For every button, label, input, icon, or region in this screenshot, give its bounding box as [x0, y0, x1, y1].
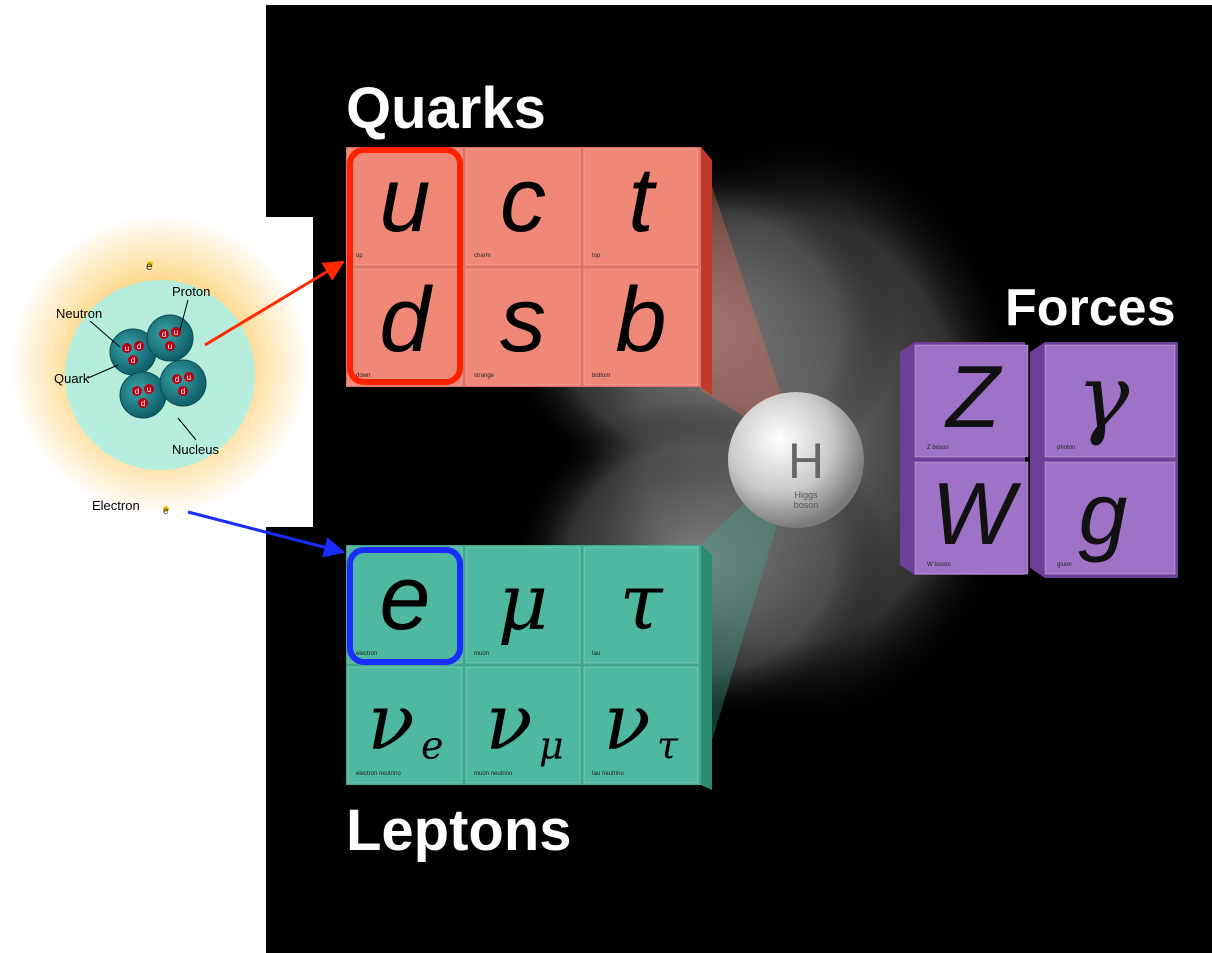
quark-symbol-5: b [615, 269, 666, 371]
lepton-cell-2: τ tau [583, 546, 699, 664]
force-symbol-0: Z [944, 347, 1003, 446]
electron-symbol-orbit: e [163, 506, 169, 517]
electron-dot-orbit [163, 506, 169, 512]
higgs-label-2: boson [794, 500, 819, 510]
quark-cell-3: d down [347, 268, 463, 386]
nucleon-quark-0-2: d [131, 356, 135, 365]
force-symbol-3: g [1079, 464, 1128, 563]
electron-arrow [187, 510, 346, 558]
quark-symbol-3: d [379, 269, 433, 371]
force-name-0: Z boson [927, 445, 949, 451]
quark-beam [700, 150, 800, 450]
proton-label: Proton [172, 284, 210, 299]
nucleon-quark-2-2: d [141, 399, 145, 408]
electron-label: Electron [92, 498, 140, 513]
force-cell-0: ZZ boson [914, 344, 1029, 458]
quark-name-3: down [356, 373, 370, 379]
nucleon-quark-0-0: u [125, 344, 129, 353]
nucleon-quark-2-1: u [147, 385, 151, 394]
force-name-3: gluon [1057, 562, 1072, 568]
lepton-symbol-2: τ [619, 558, 664, 648]
lepton-cell-1: μ muon [465, 546, 581, 664]
quark-arrow [204, 260, 345, 347]
electron-symbol-top: e [146, 259, 153, 273]
quark-label: Quark [54, 371, 90, 386]
force-name-1: photon [1057, 445, 1075, 451]
lepton-subscript-3: e [421, 724, 444, 768]
neutron-label: Neutron [56, 306, 102, 321]
electron-highlight [347, 547, 463, 665]
lepton-symbol-4: ν [485, 678, 532, 768]
nucleon-quark-3-2: d [181, 387, 185, 396]
quarks-title: Quarks [346, 76, 546, 141]
nucleon-quark-3-0: d [175, 375, 179, 384]
quark-name-0: up [356, 253, 363, 259]
force-symbol-1: γ [1077, 345, 1130, 448]
quark-cell-0: u up [347, 148, 463, 266]
lepton-symbol-3: ν [367, 678, 414, 768]
nucleon-quark-1-0: d [162, 330, 166, 339]
quark-cell-4: s strange [465, 268, 581, 386]
forces-title: Forces [1005, 279, 1176, 337]
lepton-symbol-1: μ [498, 558, 549, 648]
higgs-boson: H Higgs boson [728, 392, 864, 528]
nucleus-label: Nucleus [172, 442, 219, 457]
quark-cell-2: t top [583, 148, 699, 266]
quark-symbol-0: u [379, 149, 430, 251]
nucleon-quark-1-1: u [174, 328, 178, 337]
quark-symbol-4: s [500, 269, 546, 371]
quark-name-4: strange [474, 373, 495, 379]
higgs-symbol: H [788, 433, 824, 489]
higgs-label-1: Higgs [794, 490, 818, 500]
lepton-name-3: electron neutrino [356, 771, 401, 777]
quark-name-1: charm [474, 253, 491, 259]
lepton-subscript-5: τ [657, 724, 679, 768]
force-name-2: W boson [927, 562, 951, 568]
nucleon-quark-0-1: d [137, 342, 141, 351]
nucleon-quark-3-1: u [187, 373, 191, 382]
nucleon-quark-1-2: u [168, 342, 172, 351]
force-symbol-2: W [931, 464, 1021, 563]
quark-symbol-1: c [500, 149, 546, 251]
quark-symbol-2: t [628, 149, 657, 251]
lepton-name-1: muon [474, 651, 489, 657]
force-cell-2: WW boson [914, 461, 1029, 575]
lepton-name-0: electron [356, 651, 377, 657]
force-cell-3: g gluon [1044, 461, 1176, 575]
nucleon-quark-2-0: d [135, 387, 139, 396]
lepton-name-2: tau [592, 651, 600, 657]
lepton-beam [700, 450, 800, 780]
quark-name-5: bottom [592, 373, 610, 379]
lepton-subscript-4: μ [539, 724, 564, 768]
lepton-name-5: tau neutrino [592, 771, 624, 777]
quark-name-2: top [592, 253, 601, 259]
lepton-name-4: muon neutrino [474, 771, 513, 777]
atom-core-glow [65, 280, 255, 470]
lepton-symbol-0: e [379, 547, 430, 649]
lepton-symbol-5: ν [603, 678, 650, 768]
leptons-title: Leptons [346, 798, 572, 863]
electron-dot-top [147, 261, 153, 267]
quark-cell-1: c charm [465, 148, 581, 266]
up-down-highlight [347, 147, 463, 385]
